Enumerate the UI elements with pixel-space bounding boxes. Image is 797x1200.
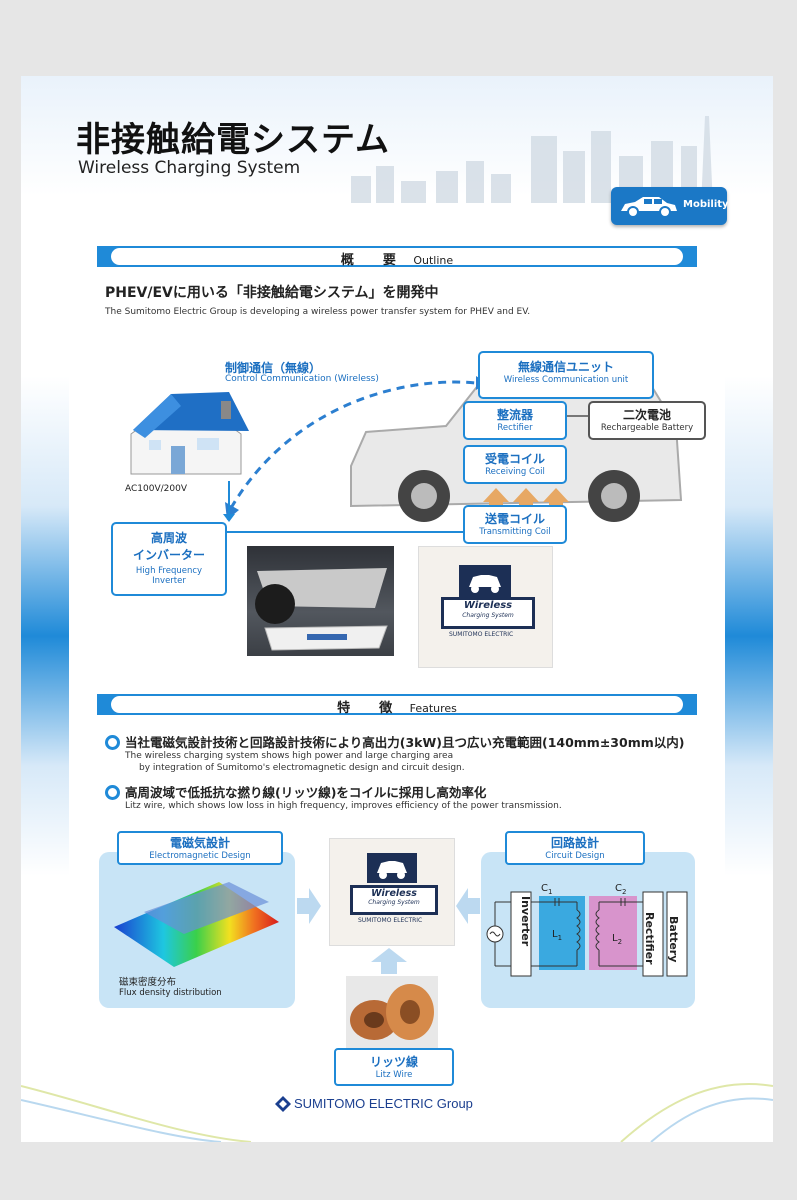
page-title: 非接触給電システム: [76, 120, 390, 160]
l1-label: L1: [552, 929, 563, 942]
receiving-coil-box: 受電コイル Receiving Coil: [463, 445, 567, 484]
coil-installation-photo: [247, 546, 394, 656]
circuit-diagram: [486, 891, 688, 977]
circuit-inverter-label: Inverter: [519, 896, 532, 947]
control-comm-jp: 制御通信（無線）: [225, 361, 322, 375]
features-section-en: Features: [409, 702, 457, 715]
features-section-jp: 特 徴: [337, 701, 401, 716]
outline-headline: PHEV/EVに用いる「非接触給電システム」を開発中: [105, 285, 439, 301]
badge-label: Mobility: [683, 199, 729, 210]
outline-section-jp: 概 要: [340, 253, 404, 268]
wireless-comm-unit-box: 無線通信ユニット Wireless Communication unit: [478, 351, 654, 399]
ac-voltage-label: AC100V/200V: [125, 484, 187, 494]
device-wireless-text: Wireless: [463, 600, 513, 611]
circuit-rectifier-label: Rectifier: [643, 912, 656, 965]
feature-1-en1: The wireless charging system shows high …: [125, 751, 454, 761]
footer-brand: SUMITOMO ELECTRIC Group: [294, 1096, 473, 1111]
rectifier-box: 整流器 Rectifier: [463, 401, 567, 440]
arrow-up-icon: [371, 948, 407, 974]
feature-2-jp: 高周波域で低抵抗な撚り線(リッツ線)をコイルに採用し高効率化: [125, 785, 487, 800]
em-design-panel: [99, 852, 295, 1008]
arrow-right-icon: [297, 888, 321, 924]
outline-section-bar: 概 要 Outline: [97, 246, 697, 268]
device-brand-text: SUMITOMO ELECTRIC: [449, 631, 514, 638]
flux-en: Flux density distribution: [119, 988, 222, 998]
arrow-left-icon: [456, 888, 480, 924]
c1-label: C1: [541, 883, 553, 896]
outline-subline: The Sumitomo Electric Group is developin…: [105, 307, 531, 317]
feature-1-en2: by integration of Sumitomo's electromagn…: [139, 763, 465, 773]
house-icon: [130, 392, 249, 475]
bullet-icon: [105, 735, 120, 750]
center-device-photo: Wireless Charging System SUMITOMO ELECTR…: [329, 838, 455, 946]
bullet-icon: [105, 785, 120, 800]
outline-section-en: Outline: [413, 254, 454, 267]
em-design-label: 電磁気設計 Electromagnetic Design: [117, 831, 283, 865]
flux-density-graphic: [114, 882, 279, 967]
device-brand-text: SUMITOMO ELECTRIC: [358, 917, 423, 924]
device-charging-text: Charging System: [462, 612, 514, 619]
car-logo-icon: [459, 565, 511, 599]
c2-label: C2: [615, 883, 627, 896]
poster: 非接触給電システム Wireless Charging System Mobil…: [21, 76, 773, 1142]
page-subtitle: Wireless Charging System: [78, 158, 301, 178]
features-section-bar: 特 徴 Features: [97, 694, 697, 716]
feature-2-en1: Litz wire, which shows low loss in high …: [125, 801, 562, 811]
car-logo-icon: [367, 853, 417, 883]
inverter-box: 高周波 インバーター High Frequency Inverter: [111, 522, 227, 596]
litz-wire-photo: [346, 976, 438, 1048]
car-icon: [621, 197, 677, 218]
flux-jp: 磁束密度分布: [119, 977, 177, 988]
litz-wire-label: リッツ線 Litz Wire: [334, 1048, 454, 1086]
transmitting-coil-box: 送電コイル Transmitting Coil: [463, 505, 567, 544]
device-charging-text: Charging System: [368, 899, 420, 906]
feature-1-jp: 当社電磁気設計技術と回路設計技術により高出力(3kW)且つ広い充電範囲(140m…: [125, 735, 685, 750]
circuit-battery-label: Battery: [667, 916, 680, 963]
control-comm-en: Control Communication (Wireless): [225, 374, 379, 384]
wave-decoration: [21, 1083, 773, 1142]
l2-label: L2: [612, 933, 623, 946]
sumitomo-logo-icon: [275, 1096, 291, 1112]
power-transfer-arrows: [483, 488, 569, 510]
control-comm-arc: [229, 380, 477, 509]
circuit-design-panel: [481, 852, 695, 1008]
device-wireless-text: Wireless: [371, 888, 417, 899]
battery-box: 二次電池 Rechargeable Battery: [588, 401, 706, 440]
circuit-design-label: 回路設計 Circuit Design: [505, 831, 645, 865]
mobility-badge: Mobility: [611, 187, 729, 225]
system-diagram: [130, 368, 683, 533]
charger-device-photo: Wireless Charging System SUMITOMO ELECTR…: [418, 546, 553, 668]
